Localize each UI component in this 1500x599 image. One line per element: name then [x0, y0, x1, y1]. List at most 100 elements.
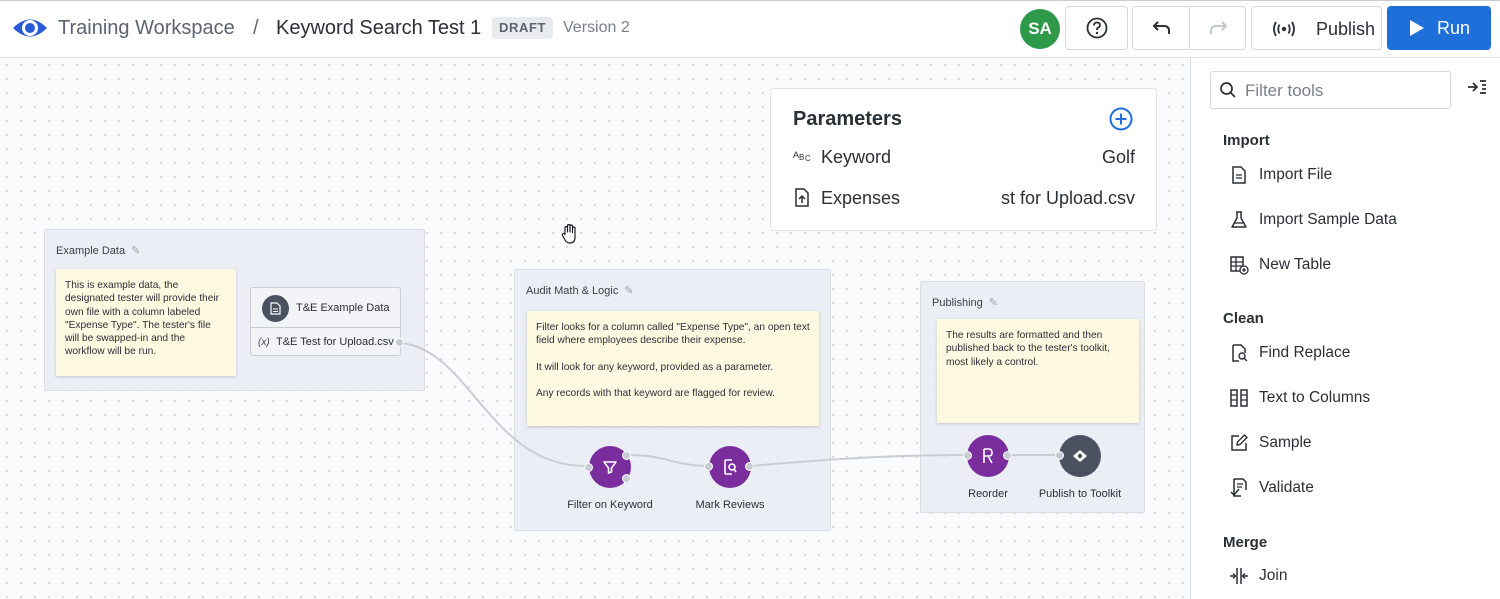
- app-logo-icon[interactable]: [12, 13, 48, 43]
- input-port[interactable]: [963, 451, 972, 460]
- connection-line[interactable]: [399, 342, 589, 468]
- mark-icon: [724, 459, 737, 475]
- sticky-note[interactable]: Filter looks for a column called "Expens…: [527, 311, 819, 426]
- group-title: Publishing✎: [932, 297, 998, 309]
- run-button[interactable]: Run: [1387, 6, 1491, 50]
- redo-icon[interactable]: [1208, 18, 1228, 38]
- document-icon: [262, 295, 289, 322]
- tool-item-join[interactable]: Join: [1229, 564, 1479, 588]
- svg-text:B: B: [799, 153, 804, 162]
- svg-text:A: A: [793, 150, 799, 160]
- connection-line[interactable]: [749, 454, 969, 467]
- avatar[interactable]: SA: [1020, 9, 1060, 49]
- input-port[interactable]: [1055, 451, 1064, 460]
- group-title: Example Data✎: [56, 245, 141, 257]
- group-title: Audit Math & Logic✎: [526, 285, 634, 297]
- tool-item-sample[interactable]: Sample: [1229, 431, 1479, 455]
- join-icon: [1230, 568, 1248, 584]
- tool-label: Reorder: [968, 488, 1008, 500]
- help-button[interactable]: [1065, 6, 1128, 50]
- parameters-title: Parameters: [793, 108, 902, 130]
- publish-label: Publish: [1316, 19, 1376, 39]
- tool-reorder[interactable]: [967, 435, 1009, 477]
- tool-item-label: Text to Columns: [1259, 389, 1371, 406]
- variable-icon: (x): [258, 337, 270, 348]
- run-label: Run: [1437, 18, 1471, 38]
- output-port[interactable]: [395, 338, 404, 347]
- workflow-title[interactable]: Keyword Search Test 1: [276, 17, 482, 39]
- undo-icon[interactable]: [1152, 18, 1172, 38]
- section-title-merge: Merge: [1223, 534, 1268, 551]
- input-tool-file: T&E Test for Upload.csv: [276, 336, 394, 348]
- workflow-canvas[interactable]: Parameters A B C Keyword Golf Expenses s…: [0, 58, 1190, 599]
- note-paragraph: It will look for any keyword, provided a…: [536, 361, 774, 373]
- search-icon: [1220, 82, 1236, 98]
- tool-item-import-file[interactable]: Import File: [1229, 163, 1479, 187]
- broadcast-icon: [1273, 21, 1295, 37]
- tool-publish-to-toolkit[interactable]: [1059, 435, 1101, 477]
- help-icon: [1086, 17, 1108, 39]
- parameter-row-expenses[interactable]: Expenses st for Upload.csv: [793, 185, 1135, 211]
- status-badge: DRAFT: [492, 17, 554, 39]
- tool-item-text-to-columns[interactable]: Text to Columns: [1229, 386, 1479, 410]
- top-bar: Training Workspace / Keyword Search Test…: [0, 0, 1500, 58]
- tool-item-new-table[interactable]: New Table: [1229, 253, 1479, 277]
- tool-item-label: Import Sample Data: [1259, 211, 1397, 228]
- input-tool-te-example-data[interactable]: T&E Example Data (x) T&E Test for Upload…: [250, 287, 401, 356]
- filter-tools-field[interactable]: [1210, 71, 1451, 109]
- new-table-icon: [1230, 256, 1249, 275]
- tool-label: Publish to Toolkit: [1038, 488, 1122, 500]
- collapse-panel-icon[interactable]: [1467, 79, 1487, 95]
- parameter-name: Expenses: [821, 188, 901, 208]
- grab-hand-icon: [561, 223, 576, 244]
- find-replace-icon: [1232, 344, 1248, 362]
- section-title-import: Import: [1223, 132, 1270, 149]
- group-example-data[interactable]: Example Data✎ This is example data, the …: [44, 229, 425, 391]
- output-port-true[interactable]: [622, 451, 631, 460]
- publish-button[interactable]: Publish: [1251, 6, 1382, 50]
- edit-pencil-icon[interactable]: ✎: [988, 297, 998, 309]
- edit-pencil-icon[interactable]: ✎: [131, 245, 141, 257]
- eye-icon: [1073, 450, 1087, 462]
- input-port[interactable]: [584, 463, 593, 472]
- tool-item-validate[interactable]: Validate: [1229, 476, 1479, 500]
- edit-pencil-icon[interactable]: ✎: [624, 285, 634, 297]
- version-label[interactable]: Version 2: [563, 19, 630, 36]
- input-tool-name: T&E Example Data: [296, 302, 390, 314]
- parameter-row-keyword[interactable]: A B C Keyword Golf: [793, 144, 1135, 170]
- tool-label: Filter on Keyword: [567, 499, 653, 511]
- tools-sidebar: Import Import File Import Sample Data Ne…: [1190, 58, 1500, 599]
- connection-line[interactable]: [626, 454, 713, 467]
- tool-mark-reviews[interactable]: [709, 446, 751, 488]
- parameter-value: st for Upload.csv: [1000, 188, 1135, 208]
- sticky-note[interactable]: This is example data, the designated tes…: [56, 269, 236, 376]
- flask-icon: [1231, 211, 1247, 228]
- section-title-clean: Clean: [1223, 310, 1264, 327]
- parameters-panel: Parameters A B C Keyword Golf Expenses s…: [770, 88, 1157, 231]
- group-publishing[interactable]: Publishing✎ The results are formatted an…: [920, 281, 1145, 513]
- undo-redo-group: [1132, 6, 1246, 50]
- tool-item-import-sample-data[interactable]: Import Sample Data: [1229, 208, 1479, 232]
- svg-text:C: C: [805, 154, 811, 163]
- sticky-note[interactable]: The results are formatted and then publi…: [937, 319, 1139, 423]
- file-icon: [1232, 166, 1246, 184]
- tool-item-find-replace[interactable]: Find Replace: [1229, 341, 1479, 365]
- output-port-false[interactable]: [622, 474, 631, 483]
- parameter-value: Golf: [1101, 147, 1135, 167]
- file-upload-icon: [795, 188, 809, 207]
- tool-item-label: Import File: [1259, 166, 1333, 183]
- tool-item-label: Find Replace: [1259, 344, 1351, 361]
- group-audit-math-logic[interactable]: Audit Math & Logic✎ Filter looks for a c…: [514, 269, 831, 531]
- parameter-name: Keyword: [821, 147, 892, 167]
- text-type-icon: A B C: [793, 150, 811, 163]
- reorder-icon: [983, 448, 993, 464]
- add-parameter-icon[interactable]: [1109, 107, 1133, 131]
- breadcrumb-workspace[interactable]: Training Workspace: [58, 17, 235, 39]
- search-input[interactable]: [1245, 79, 1445, 103]
- tool-item-label: Sample: [1259, 434, 1312, 451]
- output-port[interactable]: [745, 462, 754, 471]
- output-port[interactable]: [1003, 451, 1012, 460]
- breadcrumb-separator: /: [253, 17, 259, 39]
- edit-sample-icon: [1231, 434, 1248, 451]
- input-port[interactable]: [704, 462, 713, 471]
